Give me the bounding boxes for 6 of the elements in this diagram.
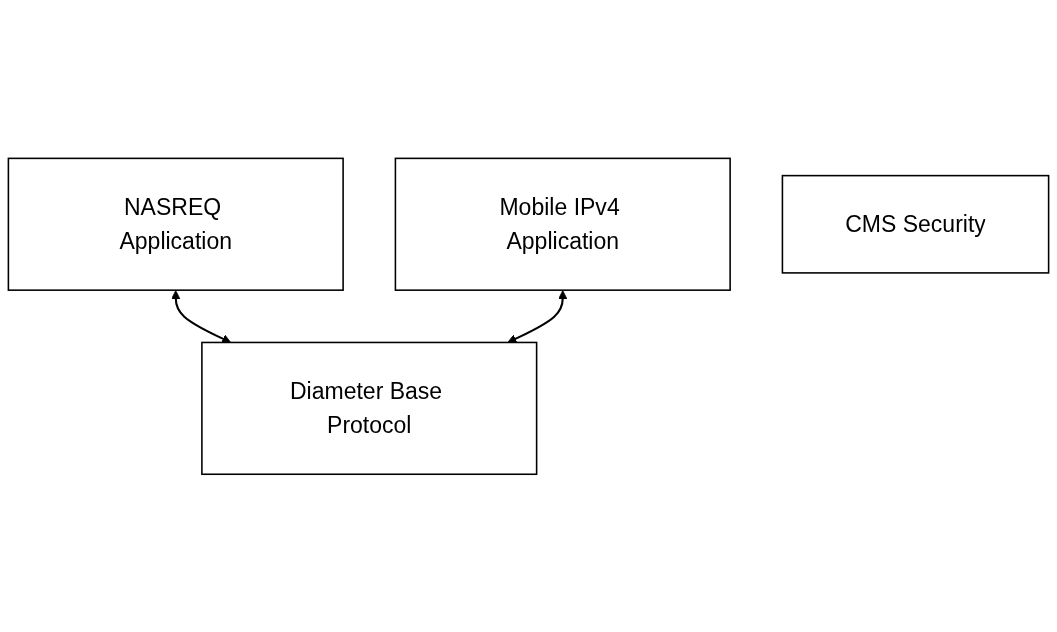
arrow	[171, 289, 232, 343]
node-box: NASREQ Application	[7, 157, 344, 291]
node-box: Diameter Base Protocol	[201, 341, 538, 475]
arrow	[507, 289, 568, 343]
node-box: Mobile IPv4 Application	[394, 157, 731, 291]
node-box: CMS Security	[781, 174, 1050, 274]
